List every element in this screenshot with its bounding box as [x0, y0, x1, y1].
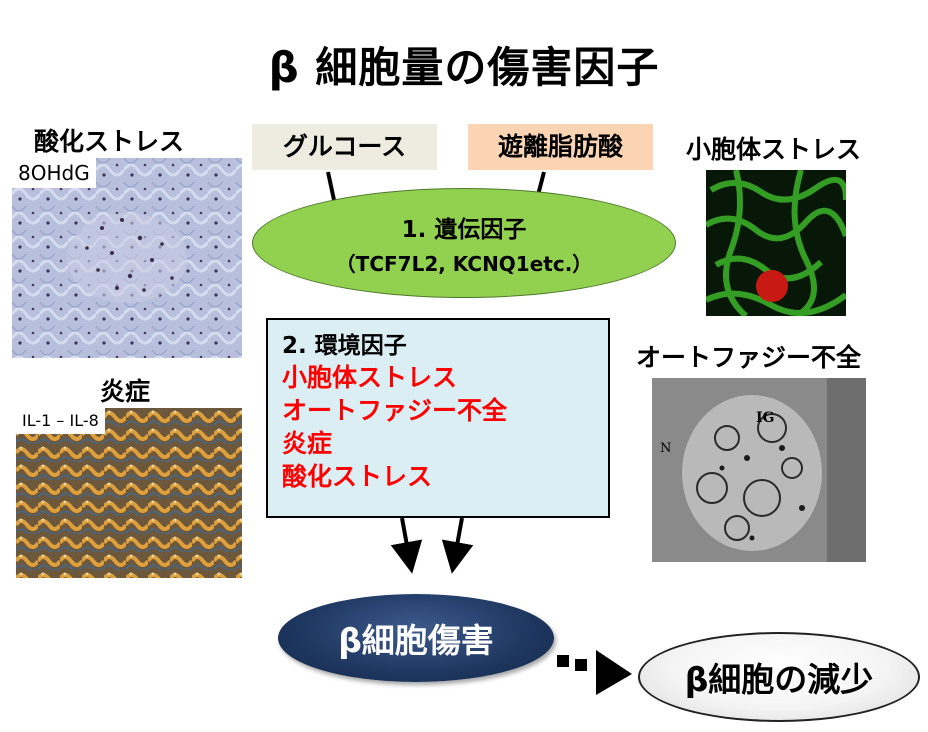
histology-8ohdg-image — [12, 158, 242, 358]
oxidative-stress-heading: 酸化ストレス — [34, 127, 185, 156]
glucose-tag: グルコース — [252, 124, 437, 170]
image-label-interleukin: IL-1 – IL-8 — [16, 408, 105, 434]
er-stress-heading: 小胞体ストレス — [686, 135, 862, 164]
inflammation-heading: 炎症 — [100, 377, 151, 406]
inflammation-image: IL-1 – IL-8 — [16, 408, 242, 578]
genetic-factor-ellipse: 1. 遺伝因子 （TCF7L2, KCNQ1etc.） — [252, 188, 676, 298]
free-fatty-acid-tag: 遊離脂肪酸 — [468, 124, 653, 170]
micrograph-label-ig: IG — [756, 410, 775, 426]
env-to-damage-arrow-right — [441, 517, 474, 574]
genetic-factor-detail: （TCF7L2, KCNQ1etc.） — [335, 251, 593, 276]
page-title: β 細胞量の傷害因子 — [268, 43, 660, 92]
autophagy-heading: オートファジー不全 — [636, 343, 862, 372]
env-item-er-stress: 小胞体ストレス — [282, 363, 458, 392]
histology-interleukin-image — [16, 408, 242, 578]
beta-cell-damage-ellipse: β細胞傷害 — [278, 594, 554, 682]
env-item-oxidative-stress: 酸化ストレス — [282, 462, 433, 491]
autophagy-image: IG N — [652, 378, 866, 562]
er-stress-image — [706, 170, 846, 316]
beta-cell-decrease-ellipse: β細胞の減少 — [638, 632, 920, 722]
glucose-connector-line — [326, 171, 336, 201]
environmental-factor-box: 2. 環境因子 小胞体ストレス オートファジー不全 炎症 酸化ストレス — [266, 318, 610, 518]
env-item-autophagy: オートファジー不全 — [282, 396, 508, 425]
environmental-factor-label: 2. 環境因子 — [282, 333, 407, 359]
image-label-8ohdg: 8OHdG — [12, 158, 96, 188]
damage-to-decrease-arrow — [557, 650, 632, 695]
micrograph-label-n: N — [660, 441, 671, 456]
genetic-factor-label: 1. 遺伝因子 — [401, 216, 527, 243]
electron-micrograph-image: IG N — [652, 378, 866, 562]
oxidative-stress-image: 8OHdG — [12, 158, 242, 358]
env-to-damage-arrow-left — [390, 517, 423, 574]
fluorescence-micrograph-image — [706, 170, 846, 316]
env-item-inflammation: 炎症 — [282, 429, 333, 458]
